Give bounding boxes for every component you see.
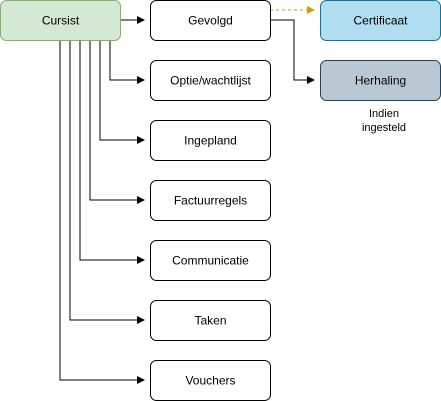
node-vouchers-label: Vouchers: [185, 374, 235, 388]
edge-cursist-ingepland: [99, 40, 145, 144]
node-gevolgd-label: Gevolgd: [188, 14, 233, 28]
edge-gevolgd-herhaling: [270, 19, 315, 84]
node-optie-label: Optie/wachtlijst: [170, 74, 251, 88]
node-factuurregels[interactable]: Factuurregels: [150, 180, 271, 221]
node-cursist-label: Cursist: [42, 14, 80, 28]
herhaling-note: Indien ingesteld: [362, 108, 406, 134]
edge-cursist-vouchers: [59, 40, 145, 384]
node-herhaling-label: Herhaling: [355, 74, 406, 88]
node-ingepland-label: Ingepland: [184, 134, 237, 148]
node-certificaat[interactable]: Certificaat: [320, 0, 441, 41]
node-communicatie-label: Communicatie: [172, 254, 249, 268]
node-communicatie[interactable]: Communicatie: [150, 240, 271, 281]
node-taken[interactable]: Taken: [150, 300, 271, 341]
node-factuurregels-label: Factuurregels: [174, 194, 247, 208]
edge-cursist-taken: [69, 40, 145, 324]
node-herhaling[interactable]: Herhaling: [320, 60, 441, 101]
edge-cursist-communicatie: [79, 40, 145, 264]
node-certificaat-label: Certificaat: [353, 14, 408, 28]
node-cursist[interactable]: Cursist: [0, 0, 121, 41]
node-gevolgd[interactable]: Gevolgd: [150, 0, 271, 41]
node-taken-label: Taken: [194, 314, 226, 328]
node-vouchers[interactable]: Vouchers: [150, 360, 271, 401]
node-ingepland[interactable]: Ingepland: [150, 120, 271, 161]
note-line-2: ingesteld: [362, 122, 406, 134]
edges: [59, 16, 315, 384]
edge-cursist-optie: [109, 40, 145, 84]
node-optie-wachtlijst[interactable]: Optie/wachtlijst: [150, 60, 271, 101]
edge-cursist-factuurregels: [89, 40, 145, 204]
note-line-1: Indien: [369, 108, 399, 120]
